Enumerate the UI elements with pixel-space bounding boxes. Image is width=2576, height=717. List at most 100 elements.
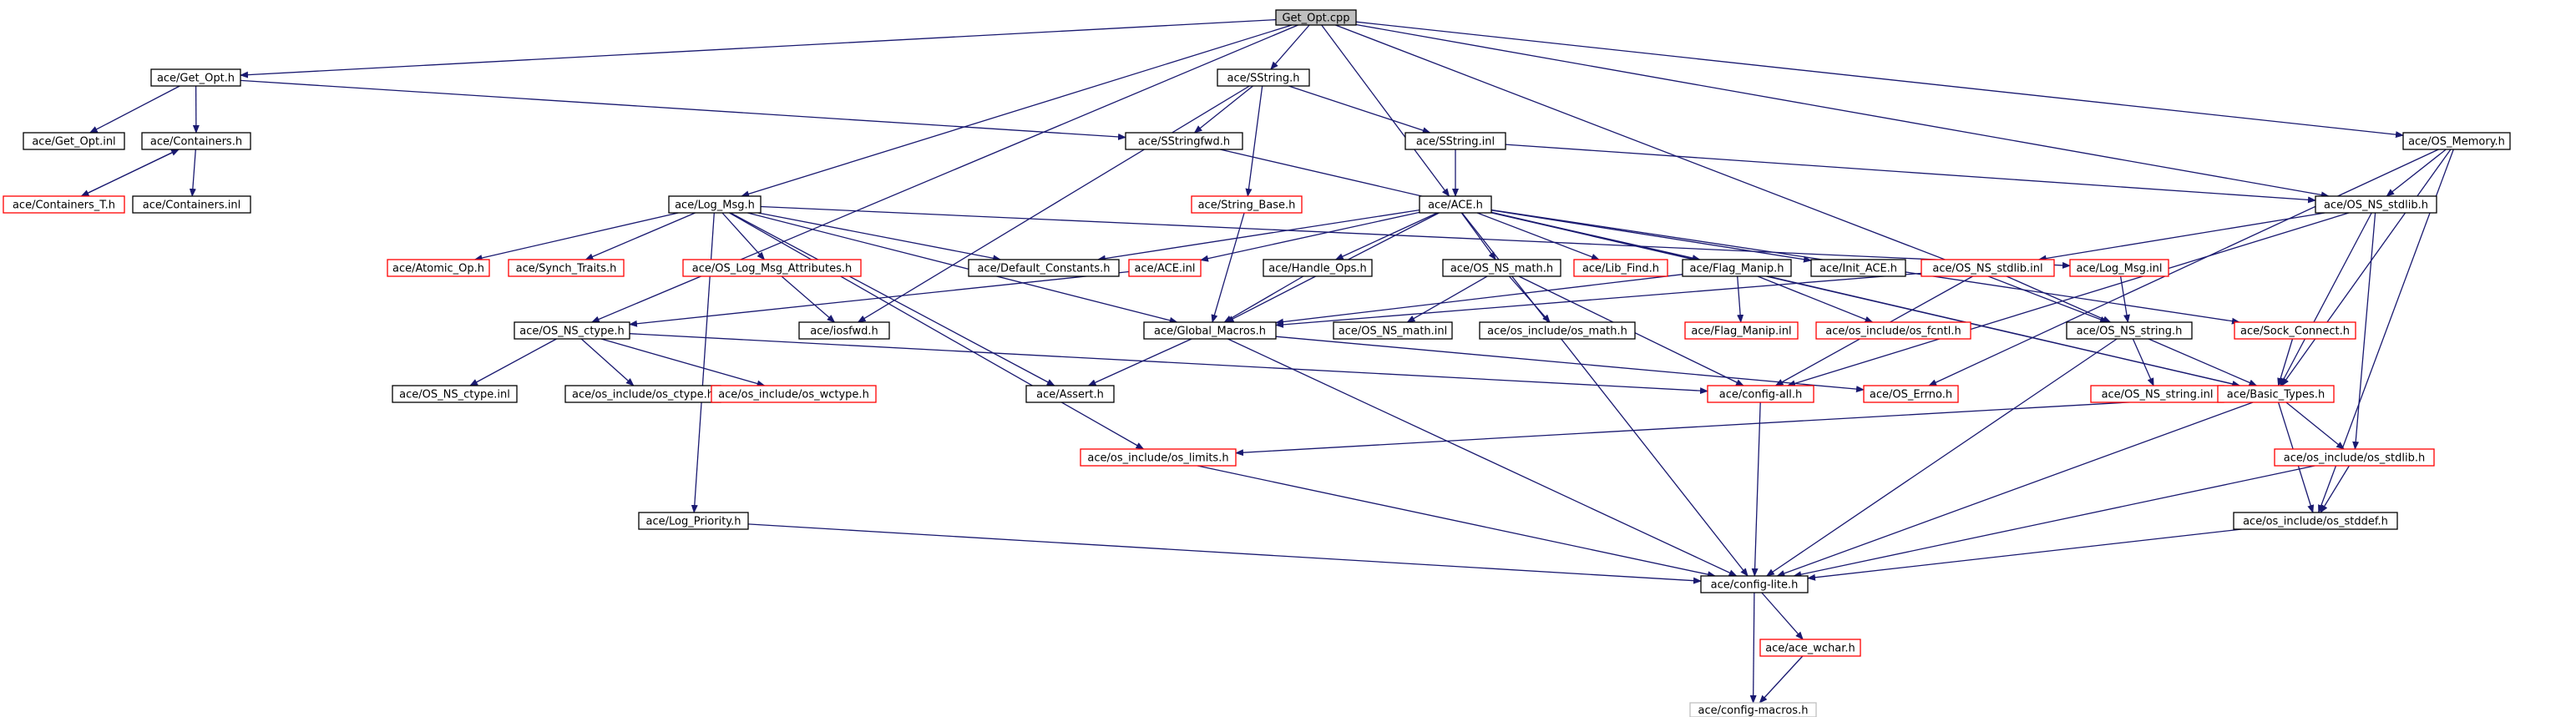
- node-os_ns_stdlib_inl[interactable]: ace/OS_NS_stdlib.inl: [1921, 259, 2055, 277]
- node-box: [1684, 321, 1799, 340]
- node-box: [1815, 321, 1971, 340]
- node-label: ace/Handle_Ops.h: [1268, 263, 1366, 275]
- edge-get_opt_cpp-to-get_opt_h: [240, 18, 1277, 78]
- node-os_ns_stdlib_h[interactable]: ace/OS_NS_stdlib.h: [2315, 195, 2437, 214]
- node-label: ace/SStringfwd.h: [1138, 136, 1230, 149]
- node-config_macros_h[interactable]: ace/config-macros.h: [1689, 702, 1817, 717]
- edge-log_msg_h-to-global_macros_h: [747, 212, 1178, 324]
- node-os_include_os_math_h[interactable]: ace/os_include/os_math.h: [1479, 321, 1636, 340]
- node-os_errno_h[interactable]: ace/OS_Errno.h: [1863, 385, 1959, 403]
- edge-get_opt_cpp-to-os_memory_h: [1355, 21, 2404, 139]
- edge-os_ns_stdlib_h-to-config_all_h: [1787, 212, 2350, 387]
- node-label: ace/Log_Msg.inl: [2076, 263, 2162, 275]
- node-label: ace/Containers.h: [150, 136, 242, 149]
- node-flag_manip_inl[interactable]: ace/Flag_Manip.inl: [1684, 321, 1799, 340]
- node-os_ns_string_h[interactable]: ace/OS_NS_string.h: [2066, 321, 2193, 340]
- node-box: [2315, 195, 2437, 214]
- node-label: ace/Log_Priority.h: [646, 516, 741, 528]
- node-label: ace/ACE.h: [1428, 199, 1483, 212]
- edge-log_msg_h-to-log_priority_h: [691, 212, 715, 513]
- node-box: [1479, 321, 1636, 340]
- node-sstring_inl[interactable]: ace/SString.inl: [1404, 132, 1506, 150]
- node-os_ns_string_inl[interactable]: ace/OS_NS_string.inl: [2090, 385, 2224, 403]
- node-box: [1125, 132, 1243, 150]
- node-label: ace/SString.inl: [1416, 136, 1495, 149]
- node-sstring_h[interactable]: ace/SString.h: [1217, 68, 1310, 87]
- edge-ace_h-to-init_ace_h: [1490, 210, 1812, 263]
- node-os_include_os_wctype_h[interactable]: ace/os_include/os_wctype.h: [711, 385, 877, 403]
- node-containers_h[interactable]: ace/Containers.h: [141, 132, 251, 150]
- node-atomic_op_h[interactable]: ace/Atomic_Op.h: [387, 259, 490, 277]
- node-os_ns_math_h[interactable]: ace/OS_NS_math.h: [1442, 259, 1561, 277]
- node-os_include_os_limits_h[interactable]: ace/os_include/os_limits.h: [1080, 448, 1237, 467]
- edge-ace_h-to-basic_types_h: [1490, 212, 2241, 387]
- node-label: ace/Default_Constants.h: [977, 263, 1110, 275]
- edge-get_opt_h-to-get_opt_inl: [89, 85, 180, 134]
- node-label: ace/OS_NS_string.h: [2077, 326, 2183, 338]
- node-box: [1573, 259, 1668, 277]
- edge-os_ns_math_h-to-os_ns_math_inl: [1406, 275, 1488, 323]
- node-label: ace/Flag_Manip.h: [1690, 263, 1784, 275]
- node-assert_h[interactable]: ace/Assert.h: [1025, 385, 1115, 403]
- node-ace_inl[interactable]: ace/ACE.inl: [1128, 259, 1202, 277]
- node-handle_ops_h[interactable]: ace/Handle_Ops.h: [1263, 259, 1373, 277]
- node-os_log_msg_attributes_h[interactable]: ace/OS_Log_Msg_Attributes.h: [682, 259, 862, 277]
- node-ace_h[interactable]: ace/ACE.h: [1419, 195, 1492, 214]
- node-box: [23, 132, 125, 150]
- edge-ace_h-to-os_ns_math_h: [1460, 212, 1496, 260]
- node-config_lite_h[interactable]: ace/config-lite.h: [1700, 575, 1809, 593]
- node-os_ns_ctype_h[interactable]: ace/OS_NS_ctype.h: [514, 321, 630, 340]
- node-label: ace/iosfwd.h: [810, 326, 878, 338]
- edge-string_base_h-to-global_macros_h: [1211, 212, 1245, 323]
- edge-get_opt_cpp-to-ace_h: [1321, 24, 1450, 197]
- node-os_include_os_stddef_h[interactable]: ace/os_include/os_stddef.h: [2233, 512, 2398, 530]
- node-default_constants_h[interactable]: ace/Default_Constants.h: [968, 259, 1120, 277]
- node-init_ace_h[interactable]: ace/Init_ACE.h: [1810, 259, 1906, 277]
- node-get_opt_inl[interactable]: ace/Get_Opt.inl: [23, 132, 125, 150]
- node-sstringfwd_h[interactable]: ace/SStringfwd.h: [1125, 132, 1243, 150]
- node-box: [1217, 68, 1310, 87]
- edge-ace_h-to-default_constants_h: [1096, 209, 1420, 262]
- edge-flag_manip_h-to-os_include_os_fcntl_h: [1757, 275, 1874, 323]
- node-get_opt_h[interactable]: ace/Get_Opt.h: [150, 68, 241, 87]
- node-synch_traits_h[interactable]: ace/Synch_Traits.h: [508, 259, 625, 277]
- node-get_opt_cpp[interactable]: Get_Opt.cpp: [1275, 9, 1357, 26]
- edge-log_msg_h-to-atomic_op_h: [473, 212, 679, 261]
- node-label: ace/config-macros.h: [1698, 704, 1809, 717]
- edge-os_ns_stdlib_h-to-basic_types_h: [2280, 212, 2372, 386]
- node-label: ace/os_include/os_fcntl.h: [1825, 326, 1961, 338]
- node-iosfwd_h[interactable]: ace/iosfwd.h: [798, 321, 890, 340]
- node-box: [1863, 385, 1959, 403]
- node-box: [638, 512, 749, 530]
- node-log_msg_h[interactable]: ace/Log_Msg.h: [668, 195, 762, 214]
- node-box: [2069, 259, 2169, 277]
- node-containers_t_h[interactable]: ace/Containers_T.h: [3, 195, 125, 214]
- node-flag_manip_h[interactable]: ace/Flag_Manip.h: [1682, 259, 1792, 277]
- edge-os_memory_h-to-os_ns_stdlib_h: [2386, 149, 2447, 197]
- node-global_macros_h[interactable]: ace/Global_Macros.h: [1143, 321, 1277, 340]
- node-label: ace/Synch_Traits.h: [516, 263, 617, 275]
- node-basic_types_h[interactable]: ace/Basic_Types.h: [2217, 385, 2335, 403]
- node-os_include_os_stdlib_h[interactable]: ace/os_include/os_stdlib.h: [2274, 448, 2435, 467]
- node-sock_connect_h[interactable]: ace/Sock_Connect.h: [2234, 321, 2356, 340]
- node-label: ace/Global_Macros.h: [1154, 326, 1266, 338]
- node-box: [1419, 195, 1492, 214]
- node-ace_wchar_h[interactable]: ace/ace_wchar.h: [1759, 639, 1861, 657]
- node-os_memory_h[interactable]: ace/OS_Memory.h: [2402, 132, 2511, 150]
- node-log_msg_inl[interactable]: ace/Log_Msg.inl: [2069, 259, 2169, 277]
- edge-log_msg_inl-to-os_ns_string_h: [2119, 275, 2130, 323]
- node-containers_inl[interactable]: ace/Containers.inl: [132, 195, 251, 214]
- node-box: [2234, 321, 2356, 340]
- edge-os_log_msg_attributes_h-to-iosfwd_h: [781, 275, 836, 323]
- node-os_include_os_fcntl_h[interactable]: ace/os_include/os_fcntl.h: [1815, 321, 1971, 340]
- node-lib_find_h[interactable]: ace/Lib_Find.h: [1573, 259, 1668, 277]
- node-log_priority_h[interactable]: ace/Log_Priority.h: [638, 512, 749, 530]
- node-os_ns_math_inl[interactable]: ace/OS_NS_math.inl: [1333, 321, 1453, 340]
- edge-containers_t_h-to-containers_h: [81, 149, 180, 197]
- node-label: ace/OS_NS_math.inl: [1339, 326, 1448, 338]
- node-config_all_h[interactable]: ace/config-all.h: [1707, 385, 1814, 403]
- node-os_ns_ctype_inl[interactable]: ace/OS_NS_ctype.inl: [392, 385, 518, 403]
- node-layer: Get_Opt.cpp ace/Get_Opt.h ace/SString.h ace…: [3, 9, 2511, 717]
- node-string_base_h[interactable]: ace/String_Base.h: [1191, 195, 1303, 214]
- node-os_include_os_ctype_h[interactable]: ace/os_include/os_ctype.h: [564, 385, 721, 403]
